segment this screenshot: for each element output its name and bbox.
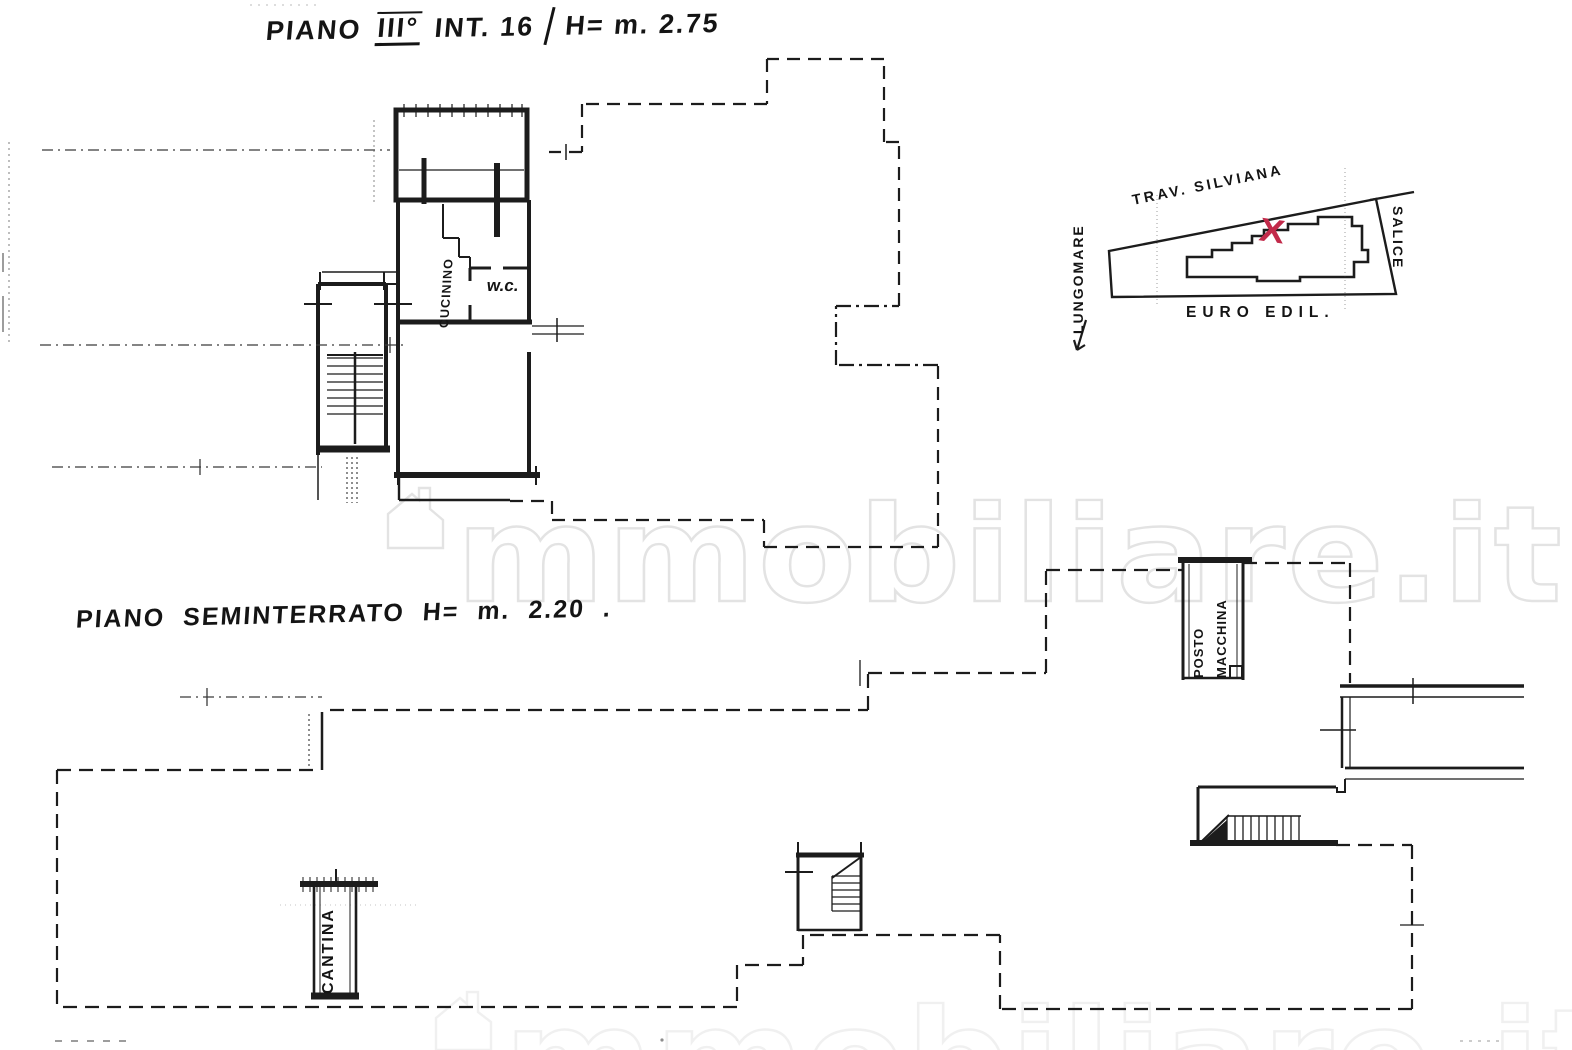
- axis-reference-lines: [40, 120, 408, 706]
- ramp-step: [1336, 779, 1346, 793]
- lower-left-wall: [397, 477, 510, 502]
- dashdot-axis-lines: [40, 149, 408, 698]
- room-label-wc: w.c.: [485, 276, 520, 295]
- cellar-side-walls: [312, 884, 358, 999]
- title-interno: INT. 16: [433, 10, 536, 43]
- stair-side-walls: [796, 855, 863, 931]
- stair-ticks: [304, 272, 412, 305]
- title-height: H= m. 2.75: [564, 7, 722, 41]
- site-inset-map: [1072, 168, 1415, 351]
- map-dotted-gridlines: [1156, 168, 1346, 312]
- location-x-marker: X: [1256, 210, 1288, 251]
- scan-artifacts: [2, 4, 1500, 1042]
- lungomare-arrow-icon: [1072, 319, 1088, 351]
- parapet-hatch-ticks: [403, 104, 523, 117]
- title-divider-stroke: [543, 6, 556, 46]
- parcel-boundary: [1107, 197, 1398, 299]
- speck: [660, 1038, 664, 1042]
- stair-diagonal: [831, 856, 862, 879]
- basement-dashed-boundary: [55, 561, 1414, 1011]
- floor-number: III°: [374, 11, 423, 46]
- basement-stairs-right: [1190, 785, 1338, 846]
- axis-ticks: [199, 337, 391, 706]
- street-label-lungomare: LUNGOMARE: [1070, 224, 1086, 334]
- stair-ticks: [785, 842, 862, 873]
- staircase: [304, 271, 510, 503]
- stair-diagonal: [1200, 814, 1230, 843]
- boundary-ticks: [859, 660, 1424, 926]
- upper-floor-plan: [304, 57, 940, 549]
- upper-plan-title: PIANO III° INT. 16 H= m. 2.75: [264, 4, 721, 50]
- terrace-dashdot-notch: [834, 304, 938, 367]
- boundary-overshoot: [1369, 190, 1415, 202]
- room-label-cellar: CANTINA: [320, 908, 337, 994]
- watermark-house-icon: [434, 990, 493, 1050]
- builder-label: EURO EDIL.: [1186, 304, 1335, 321]
- terrace-dashed-outline: [510, 57, 940, 549]
- immobiliare-watermark: mmobiliare.it: [386, 478, 1564, 634]
- driveway-ramp: [1320, 678, 1524, 793]
- parking-space-box: [1178, 557, 1252, 680]
- balcony-door-threshold: [532, 325, 584, 335]
- room-label-parking-1: POSTO: [1191, 627, 1206, 678]
- watermark-text: mmobiliare.it: [504, 982, 1572, 1050]
- parking-corner-block: [1229, 665, 1243, 679]
- entry-partition: [442, 204, 471, 268]
- room-label-parking-2: MACCHINA: [1214, 599, 1229, 678]
- terrace-block-walls: [393, 107, 530, 203]
- basement-plan: [55, 557, 1524, 1011]
- parking-inner-lines: [1188, 564, 1238, 678]
- watermark-house-icon: [386, 486, 445, 550]
- basement-stairs-center: [785, 842, 864, 932]
- street-label-right: SALICE: [1390, 206, 1406, 270]
- cellar-box: [300, 869, 378, 1000]
- cellar-inner-lines: [319, 884, 351, 996]
- immobiliare-watermark-bottom: mmobiliare.it: [434, 981, 1572, 1050]
- cellar-hatch-ticks: [302, 877, 374, 892]
- building-footprint: [1185, 215, 1370, 283]
- parking-side-walls: [1181, 562, 1245, 680]
- watermark-text: mmobiliare.it: [456, 479, 1564, 633]
- stair-enclosure: [316, 282, 388, 455]
- title-piano: PIANO: [264, 13, 363, 46]
- stair-treads: [1226, 816, 1300, 842]
- hatch-dotted-band: [346, 457, 358, 503]
- stair-treads: [831, 875, 860, 912]
- stair-walls: [1196, 785, 1336, 845]
